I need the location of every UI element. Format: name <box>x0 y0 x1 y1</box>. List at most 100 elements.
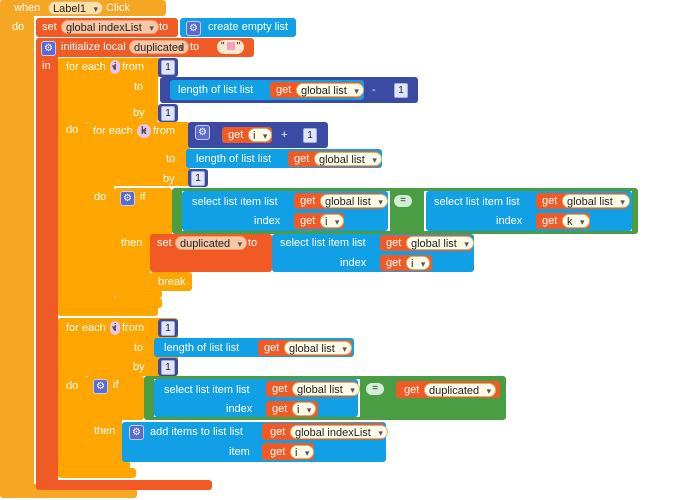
from-label: from <box>122 61 144 73</box>
global-list-dropdown[interactable]: global list <box>284 341 352 356</box>
event-click-label: Click <box>106 2 130 14</box>
plus-label: + <box>281 129 288 141</box>
init-local-footer <box>36 480 212 490</box>
if-label: if <box>140 191 146 203</box>
gear-icon[interactable]: ⚙ <box>41 41 56 56</box>
get-i-dropdown[interactable]: i <box>292 402 317 417</box>
gear-icon[interactable]: ⚙ <box>120 191 135 206</box>
by-number[interactable]: 1 <box>161 360 175 375</box>
get-i-dropdown[interactable]: i <box>248 128 273 143</box>
for-each-label: for each <box>66 322 106 334</box>
by-number[interactable]: 1 <box>191 171 205 186</box>
gear-icon[interactable]: ⚙ <box>186 21 201 36</box>
if-block-body <box>114 188 150 298</box>
get-label: get <box>270 446 286 458</box>
for-each-label: for each <box>66 61 106 73</box>
global-list-dropdown[interactable]: global list <box>292 382 360 397</box>
get-label: get <box>294 153 310 165</box>
loop3-do-label: do <box>66 380 79 392</box>
index-label: index <box>226 403 253 415</box>
if-block-footer <box>114 290 162 298</box>
set-to-label: to <box>248 237 258 249</box>
by-label: by <box>133 107 145 119</box>
component-dropdown[interactable]: Label1 <box>48 1 104 16</box>
length-of-list-label: length of list list <box>178 84 254 96</box>
select-list-item-label: select list item list <box>164 384 250 396</box>
minus-number[interactable]: 1 <box>394 83 408 98</box>
get-i-dropdown[interactable]: i <box>320 214 345 229</box>
get-label: get <box>386 237 402 249</box>
select-list-item-label: select list item list <box>434 196 520 208</box>
equals-operator[interactable]: = <box>366 383 384 395</box>
loop-var-k[interactable]: k <box>137 124 151 138</box>
if-label: if <box>113 379 119 391</box>
by-number[interactable]: 1 <box>161 106 175 121</box>
init-local-body <box>36 38 58 484</box>
empty-string-literal[interactable]: "" <box>217 40 245 54</box>
for-each-label: for each <box>93 125 133 137</box>
set-var-dropdown[interactable]: duplicated <box>175 236 248 251</box>
get-k-dropdown[interactable]: k <box>562 214 590 229</box>
for-each-i-footer-2 <box>58 468 136 478</box>
create-empty-list-block[interactable] <box>180 18 296 37</box>
global-list-dropdown[interactable]: global list <box>314 152 382 167</box>
from-number[interactable]: 1 <box>161 60 175 75</box>
for-each-i-body-2 <box>58 318 86 476</box>
global-list-dropdown[interactable]: global list <box>320 194 388 209</box>
length-of-list-label: length of list list <box>164 342 240 354</box>
loop2-do-label: do <box>94 191 107 203</box>
set-label: set <box>42 21 57 33</box>
gear-icon[interactable]: ⚙ <box>195 125 210 140</box>
gear-icon[interactable]: ⚙ <box>93 379 108 394</box>
loop1-do-label: do <box>66 124 79 136</box>
for-each-i-footer <box>58 306 158 316</box>
for-each-k-footer <box>86 298 162 308</box>
get-label: get <box>300 215 316 227</box>
init-in-label: in <box>42 60 51 72</box>
add-items-label: add items to list list <box>150 426 243 438</box>
plus-number[interactable]: 1 <box>303 128 317 143</box>
index-label: index <box>254 215 281 227</box>
get-label: get <box>272 383 288 395</box>
set-var-dropdown[interactable]: global indexList <box>61 20 159 35</box>
select-list-item-label: select list item list <box>192 196 278 208</box>
gear-icon[interactable]: ⚙ <box>129 425 144 440</box>
get-i-dropdown[interactable]: i <box>406 256 431 271</box>
to-label: to <box>134 342 144 354</box>
minus-label: - <box>372 84 376 96</box>
get-duplicated-dropdown[interactable]: duplicated <box>424 383 497 398</box>
equals-operator[interactable]: = <box>394 195 412 207</box>
global-list-dropdown[interactable]: global list <box>562 194 630 209</box>
get-label: get <box>264 342 280 354</box>
get-label: get <box>276 84 292 96</box>
get-label: get <box>270 426 286 438</box>
to-label: to <box>134 81 144 93</box>
then-label: then <box>121 237 143 249</box>
item-label: item <box>229 446 250 458</box>
get-i-dropdown[interactable]: i <box>290 445 315 460</box>
by-label: by <box>133 361 145 373</box>
from-label: from <box>153 125 175 137</box>
select-list-item-label: select list item list <box>280 237 366 249</box>
set-label: set <box>157 237 172 249</box>
global-list-dropdown[interactable]: global list <box>406 236 474 251</box>
for-each-i-params <box>58 58 158 122</box>
get-label: get <box>404 384 420 396</box>
get-label: get <box>386 257 402 269</box>
global-indexlist-dropdown[interactable]: global indexList <box>290 425 388 440</box>
local-var-dropdown[interactable]: duplicated <box>129 40 190 55</box>
get-label: get <box>542 195 558 207</box>
init-to-label: to <box>190 41 200 53</box>
loop-var-i[interactable]: i <box>110 321 121 335</box>
loop-var-i[interactable]: i <box>110 60 121 74</box>
init-local-label: initialize local <box>61 41 126 53</box>
from-label: from <box>122 322 144 334</box>
for-each-k-body <box>86 122 114 306</box>
break-block[interactable] <box>150 272 192 291</box>
event-when-label: when <box>14 2 41 14</box>
global-list-dropdown[interactable]: global list <box>296 83 364 98</box>
get-label: get <box>272 403 288 415</box>
from-number[interactable]: 1 <box>161 321 175 336</box>
event-do-label: do <box>12 21 25 33</box>
